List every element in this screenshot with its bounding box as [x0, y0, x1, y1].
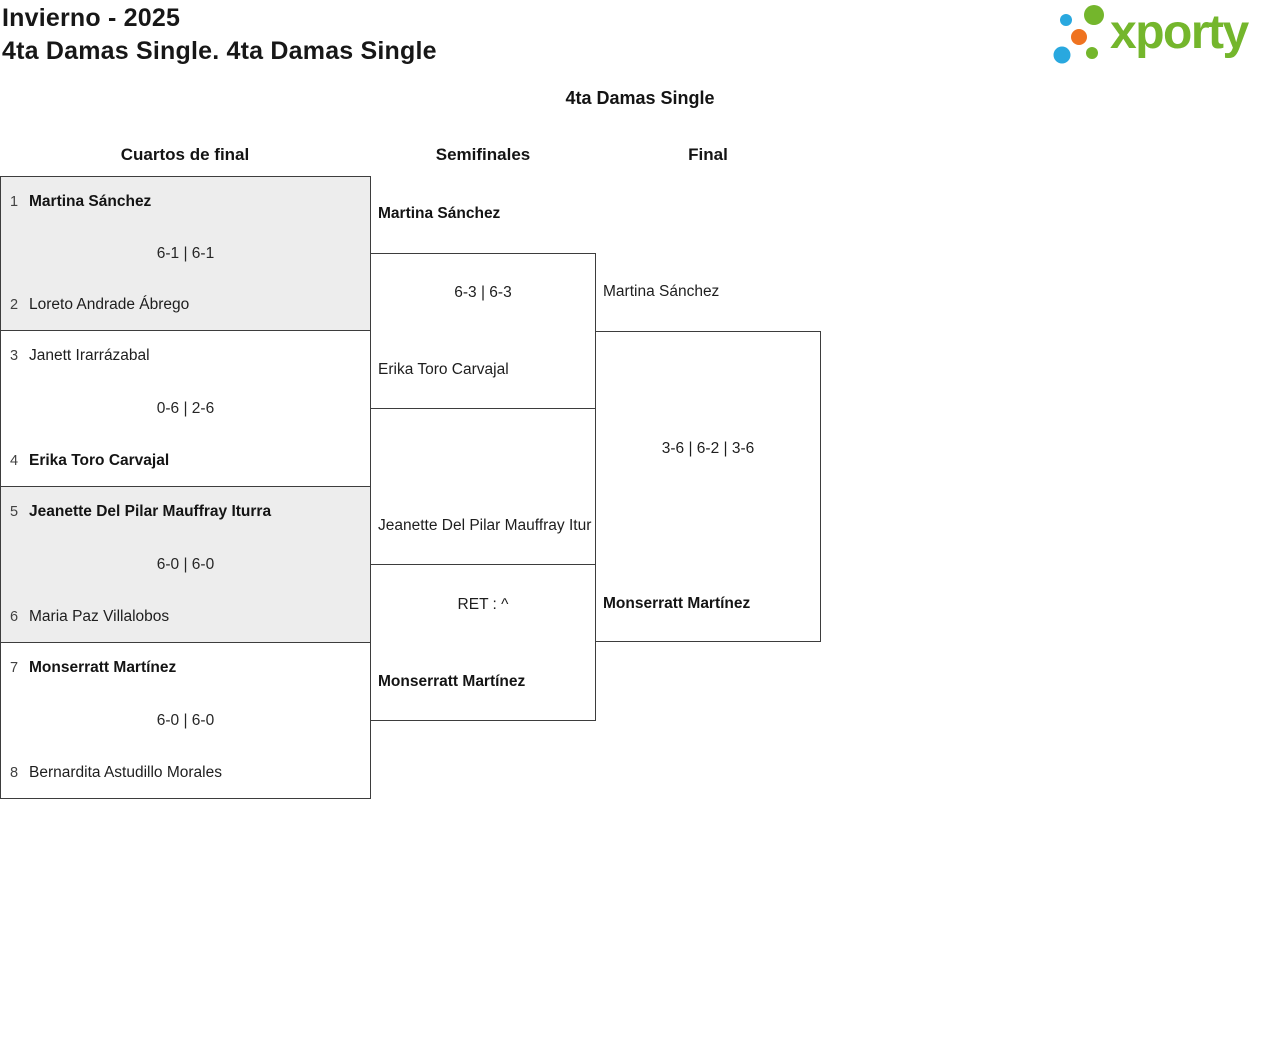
player-name: Janett Irarrázabal	[29, 347, 150, 364]
logo-dot-orange	[1071, 29, 1087, 45]
player-name: Loreto Andrade Ábrego	[29, 296, 190, 313]
match-score: 6-0 | 6-0	[156, 555, 215, 573]
xporty-logo[interactable]: xporty	[1045, 0, 1280, 75]
category-title: 4ta Damas Single. 4ta Damas Single	[2, 37, 437, 65]
player-row: 7 Monserratt Martínez	[10, 658, 362, 678]
logo-dot-blue-large	[1053, 46, 1071, 64]
round-header-final: Final	[688, 145, 728, 164]
player-name: Martina Sánchez	[29, 193, 152, 210]
player-name: Monserratt Martínez	[29, 659, 177, 676]
logo-dot-blue-small	[1060, 14, 1072, 26]
logo-dot-green-large	[1084, 5, 1104, 25]
player-row: 2 Loreto Andrade Ábrego	[10, 295, 362, 315]
player-name: Jeanette Del Pilar Mauffray Iturra	[29, 503, 272, 520]
round-header-cuartos: Cuartos de final	[120, 145, 250, 164]
match-semifinal-2[interactable]	[370, 564, 596, 721]
seed-number: 4	[10, 453, 19, 469]
player-name: Bernardita Astudillo Morales	[29, 764, 222, 781]
player-name: Erika Toro Carvajal	[29, 452, 170, 469]
match-score: 6-1 | 6-1	[156, 244, 215, 262]
player-name: Monserratt Martínez	[603, 595, 751, 612]
match-score: 0-6 | 2-6	[156, 399, 215, 417]
match-semifinal-1[interactable]	[370, 253, 596, 409]
seed-number: 8	[10, 765, 19, 781]
match-score: 6-0 | 6-0	[156, 711, 215, 729]
logo-dot-green-small	[1086, 47, 1098, 59]
match-score: 6-3 | 6-3	[454, 284, 512, 301]
match-score: 3-6 | 6-2 | 3-6	[661, 440, 755, 457]
player-name: Erika Toro Carvajal	[378, 361, 509, 378]
player-row: 1 Martina Sánchez	[10, 192, 362, 212]
match-final[interactable]	[595, 331, 821, 642]
match-quarterfinal-1[interactable]: 1 Martina Sánchez 6-1 | 6-1 2 Loreto And…	[0, 176, 371, 331]
match-quarterfinal-2[interactable]: 3 Janett Irarrázabal 0-6 | 2-6 4 Erika T…	[0, 330, 371, 487]
player-row: 3 Janett Irarrázabal	[10, 346, 362, 366]
seed-number: 1	[10, 194, 19, 210]
seed-number: 6	[10, 609, 19, 625]
logo-wordmark: xporty	[1110, 6, 1250, 59]
match-score: RET : ^	[457, 596, 509, 613]
player-name: Jeanette Del Pilar Mauffray Itur	[378, 517, 592, 534]
player-row: 5 Jeanette Del Pilar Mauffray Iturra	[10, 502, 362, 522]
player-row: 8 Bernardita Astudillo Morales	[10, 763, 362, 783]
bracket-title: 4ta Damas Single	[565, 88, 715, 108]
player-name: Martina Sánchez	[378, 205, 501, 222]
player-name: Monserratt Martínez	[378, 673, 526, 690]
seed-number: 7	[10, 660, 19, 676]
round-header-semifinales: Semifinales	[435, 145, 531, 164]
seed-number: 2	[10, 297, 19, 313]
player-name: Maria Paz Villalobos	[29, 608, 170, 625]
player-row: 4 Erika Toro Carvajal	[10, 451, 362, 471]
match-quarterfinal-3[interactable]: 5 Jeanette Del Pilar Mauffray Iturra 6-0…	[0, 486, 371, 643]
seed-number: 5	[10, 504, 19, 520]
player-name: Martina Sánchez	[603, 283, 720, 300]
match-quarterfinal-4[interactable]: 7 Monserratt Martínez 6-0 | 6-0 8 Bernar…	[0, 642, 371, 799]
tournament-title: Invierno - 2025	[2, 4, 181, 32]
player-row: 6 Maria Paz Villalobos	[10, 607, 362, 627]
seed-number: 3	[10, 348, 19, 364]
